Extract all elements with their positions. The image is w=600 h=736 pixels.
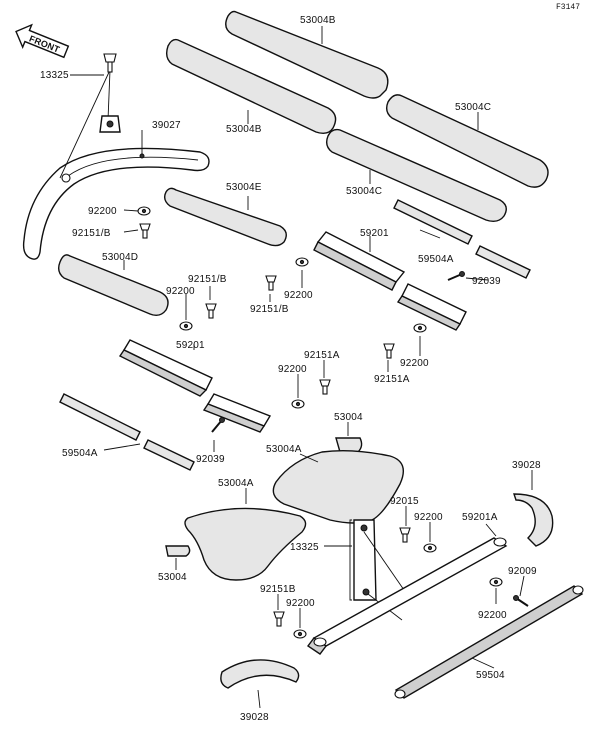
leader-13325-bottom-1 (363, 531, 405, 591)
washer-92200-a (137, 206, 151, 216)
mat-53004a-left (184, 507, 307, 581)
bolt-92151b-d (273, 611, 285, 627)
label-53004b-mid: 53004B (226, 124, 262, 135)
mat-53004e (163, 187, 287, 247)
rail-59504a-left (59, 393, 195, 471)
mat-53004b-top (225, 10, 389, 99)
label-39027: 39027 (152, 120, 181, 131)
label-92009: 92009 (508, 566, 537, 577)
label-92151b-b: 92151/B (188, 274, 227, 285)
bracket-13325-dot (106, 120, 114, 128)
bracket-13325-bottom-top-hole (360, 524, 368, 532)
label-92200-g: 92200 (286, 598, 315, 609)
label-59504: 59504 (476, 670, 505, 681)
label-53004e: 53004E (226, 182, 262, 193)
label-92151a-right: 92151A (374, 374, 410, 385)
mat-53004b-lower (165, 38, 337, 135)
channel-59201-right (313, 231, 467, 331)
label-92151b-a: 92151/B (72, 228, 111, 239)
label-53004-left: 53004 (158, 572, 187, 583)
label-92200-h: 92200 (478, 610, 507, 621)
bumper-39028-bottom (220, 659, 300, 689)
pad-53004-left (165, 545, 191, 557)
mat-53004a-right (272, 449, 404, 524)
leader-13325-top-2 (107, 69, 111, 121)
label-13325-bottom: 13325 (290, 542, 319, 553)
label-59504a-left: 59504A (62, 448, 98, 459)
bumper-39028-right (513, 493, 554, 547)
pin-92039-left (211, 417, 225, 433)
label-53004d: 53004D (102, 252, 138, 263)
label-53004c-mid: 53004C (346, 186, 382, 197)
label-53004-mid: 53004 (334, 412, 363, 423)
label-59201a: 59201A (462, 512, 498, 523)
bolt-92151a-right (383, 343, 395, 359)
part-labels: 53004B 53004B 53004C 53004C 13325 39027 … (40, 15, 541, 723)
screw-13325-shaft (107, 61, 113, 73)
leader-13325-top-1 (59, 69, 111, 179)
label-39028-bottom: 39028 (240, 712, 269, 723)
washer-92200-h (489, 577, 503, 587)
bolt-92151b-b (205, 303, 217, 319)
bolt-92151a-mid (319, 379, 331, 395)
bumper-center-dot (139, 153, 145, 159)
label-92151b-c: 92151/B (250, 304, 289, 315)
label-92200-b: 92200 (166, 286, 195, 297)
label-92151a-mid: 92151A (304, 350, 340, 361)
washer-92200-b (295, 257, 309, 267)
label-92200-a: 92200 (88, 206, 117, 217)
bolt-92151b-a (139, 223, 151, 239)
label-92200-d: 92200 (400, 358, 429, 369)
label-53004c-right: 53004C (455, 102, 491, 113)
label-53004a-left: 53004A (218, 478, 254, 489)
label-92200-e: 92200 (278, 364, 307, 375)
washer-92200-e (291, 399, 305, 409)
mat-53004c-right (385, 94, 549, 188)
label-92039-left: 92039 (196, 454, 225, 465)
figure-code: F3147 (556, 3, 580, 12)
label-59504a-right: 59504A (418, 254, 454, 265)
bumper-39027-groove (67, 156, 199, 177)
label-92200-f: 92200 (414, 512, 443, 523)
label-13325-top: 13325 (40, 70, 69, 81)
bumper-mount-hole (61, 173, 71, 183)
channel-59201-middle (118, 339, 272, 433)
label-59201-right: 59201 (360, 228, 389, 239)
label-92151b-d: 92151B (260, 584, 296, 595)
pin-92039-right (447, 271, 465, 281)
rail-59504 (394, 585, 584, 699)
bracket-13325-bottom (353, 519, 377, 601)
label-92015: 92015 (390, 496, 419, 507)
label-53004b-top: 53004B (300, 15, 336, 26)
bolt-92009 (513, 595, 529, 607)
label-92200-c: 92200 (284, 290, 313, 301)
mat-53004d (57, 254, 169, 317)
washer-92200-g (293, 629, 307, 639)
bolt-92151b-c (265, 275, 277, 291)
washer-92200-c (179, 321, 193, 331)
bracket-13325-bottom-low-hole (362, 588, 370, 596)
screw-13325-top (103, 53, 117, 63)
leader-lines (103, 26, 533, 709)
label-92039-right: 92039 (472, 276, 501, 287)
bracket-13325-label-brace (349, 519, 352, 601)
channel-59201a (306, 537, 508, 655)
washer-92200-d (413, 323, 427, 333)
pad-53004-mid (335, 437, 363, 453)
label-39028-right: 39028 (512, 460, 541, 471)
rail-59504a-right (393, 199, 531, 279)
label-59201-mid: 59201 (176, 340, 205, 351)
label-53004a-right: 53004A (266, 444, 302, 455)
mat-53004c-middle (325, 128, 507, 223)
washer-92200-f (423, 543, 437, 553)
front-arrow-icon: FRONT (15, 23, 70, 59)
bolt-92015 (399, 527, 411, 543)
